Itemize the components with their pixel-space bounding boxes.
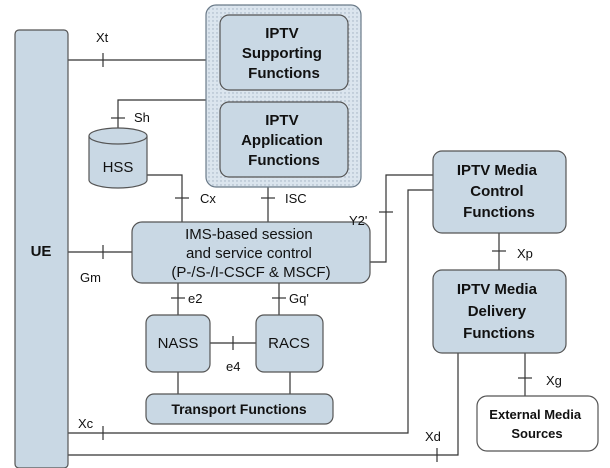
ref-gq-label: Gq' <box>289 291 309 306</box>
iptv-supporting-functions-label: IPTV Supporting Functions <box>242 25 326 82</box>
application-line-1: IPTV <box>265 112 298 129</box>
xc-link <box>68 189 433 434</box>
external-line-1: External Media <box>489 407 582 422</box>
ue-label: UE <box>31 243 52 260</box>
supporting-line-2: Supporting <box>242 45 322 62</box>
application-line-3: Functions <box>248 152 320 169</box>
ref-sh-label: Sh <box>134 110 150 125</box>
hss-label: HSS <box>103 159 134 176</box>
ref-xd-label: Xd <box>425 429 441 444</box>
y2-link <box>370 174 433 263</box>
ref-y2-label: Y2' <box>349 213 367 228</box>
iptv-application-functions-box <box>219 101 349 178</box>
ref-cx-label: Cx <box>200 191 216 206</box>
ref-gm-label: Gm <box>80 270 101 285</box>
application-line-2: Application <box>241 132 323 149</box>
media-control-line-1: IPTV Media <box>457 162 538 179</box>
ims-line-3: (P-/S-/I-CSCF & MSCF) <box>171 264 330 281</box>
nass-label: NASS <box>158 335 199 352</box>
iptv-media-control-functions-box <box>432 150 567 234</box>
racs-box <box>255 314 324 373</box>
ref-e2-label: e2 <box>188 291 202 306</box>
racs-label: RACS <box>268 335 310 352</box>
transport-functions-label: Transport Functions <box>171 401 307 417</box>
media-control-line-3: Functions <box>463 204 535 221</box>
ref-xc-label: Xc <box>78 416 94 431</box>
iptv-application-functions-label: IPTV Application Functions <box>241 112 327 169</box>
supporting-line-3: Functions <box>248 65 320 82</box>
ref-xg-label: Xg <box>546 373 562 388</box>
media-delivery-line-3: Functions <box>463 325 535 342</box>
ref-xp-label: Xp <box>517 246 533 261</box>
iptv-media-control-functions-label: IPTV Media Control Functions <box>457 162 541 221</box>
external-media-sources-box <box>476 395 599 452</box>
ims-line-1: IMS-based session <box>185 226 313 243</box>
media-delivery-line-1: IPTV Media <box>457 281 538 298</box>
iptv-media-delivery-functions-box <box>432 269 567 354</box>
sh-link <box>117 99 210 128</box>
hss-database <box>88 127 148 189</box>
ref-e4-label: e4 <box>226 359 240 374</box>
ims-line-2: and service control <box>186 245 312 262</box>
media-control-line-2: Control <box>470 183 523 200</box>
external-line-2: Sources <box>511 426 562 441</box>
ims-session-control-box <box>131 221 371 284</box>
nass-box <box>145 314 211 373</box>
supporting-line-1: IPTV <box>265 25 298 42</box>
iptv-media-delivery-functions-label: IPTV Media Delivery Functions <box>457 281 541 342</box>
xd-link <box>68 353 459 456</box>
ref-isc-label: ISC <box>285 191 307 206</box>
external-media-sources-label: External Media Sources <box>489 407 584 441</box>
ims-session-control-label: IMS-based session and service control (P… <box>171 226 330 281</box>
cx-link <box>140 174 183 222</box>
transport-functions-box <box>145 393 334 425</box>
ue-box <box>14 29 69 468</box>
iptv-supporting-functions-box <box>219 14 349 91</box>
ref-xt-label: Xt <box>96 30 109 45</box>
media-delivery-line-2: Delivery <box>468 303 527 320</box>
